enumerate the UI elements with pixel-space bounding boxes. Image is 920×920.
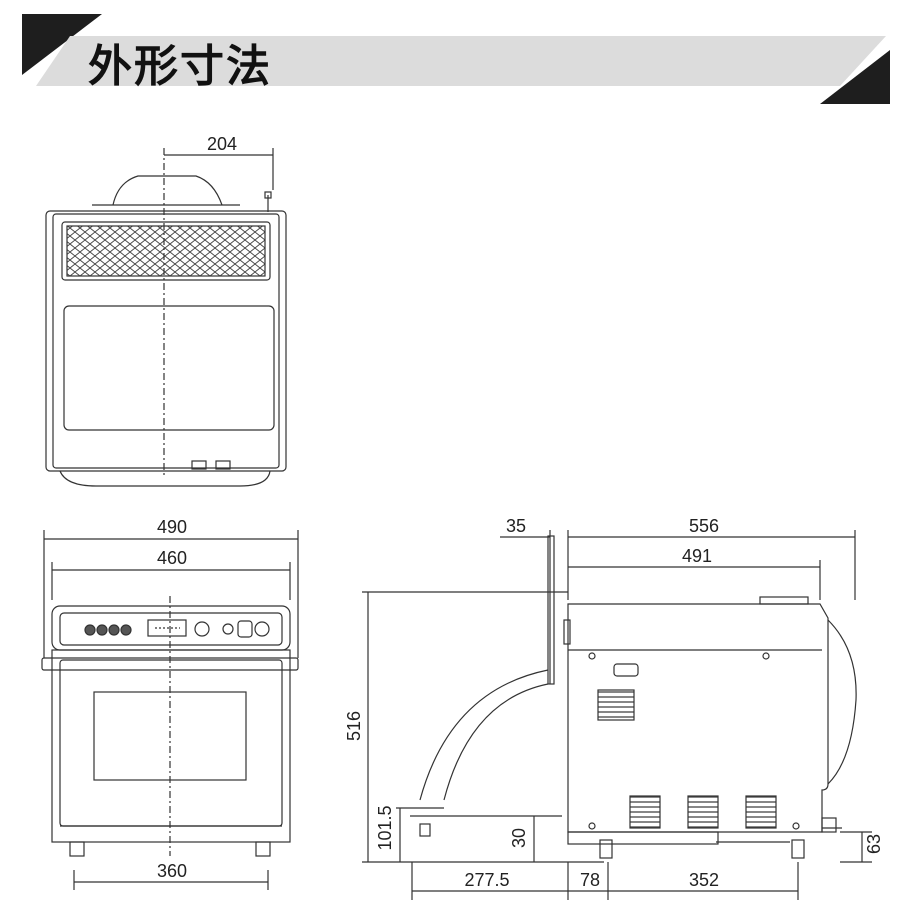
dim-side-depth-total: 556 <box>689 516 719 536</box>
front-knobs <box>84 624 132 636</box>
banner-gray-band <box>36 36 886 86</box>
dim-front-outer-width: 490 <box>157 517 187 537</box>
top-view <box>45 148 287 487</box>
dim-side-foot-span: 352 <box>689 870 719 890</box>
dim-side-depth-body: 491 <box>682 546 712 566</box>
dim-front-foot-offset: 78 <box>580 870 600 890</box>
dim-side-height: 516 <box>344 711 364 741</box>
page-title: 外形寸法 <box>88 41 272 92</box>
dim-top-offset: 204 <box>207 134 237 154</box>
dim-door-swing-height: 101.5 <box>375 805 395 850</box>
dim-front-inner-width: 460 <box>157 548 187 568</box>
side-view <box>362 530 872 900</box>
banner-dark-corner-right <box>820 50 890 104</box>
dim-side-handle-offset: 35 <box>506 516 526 536</box>
dim-foot-height-front: 30 <box>509 828 529 848</box>
title-banner <box>22 14 890 104</box>
dim-front-foot-span: 360 <box>157 861 187 881</box>
front-view <box>41 530 299 890</box>
dim-door-swing-depth: 277.5 <box>464 870 509 890</box>
banner-dark-corner-left <box>22 14 102 75</box>
dim-drain-height: 63 <box>864 834 884 854</box>
